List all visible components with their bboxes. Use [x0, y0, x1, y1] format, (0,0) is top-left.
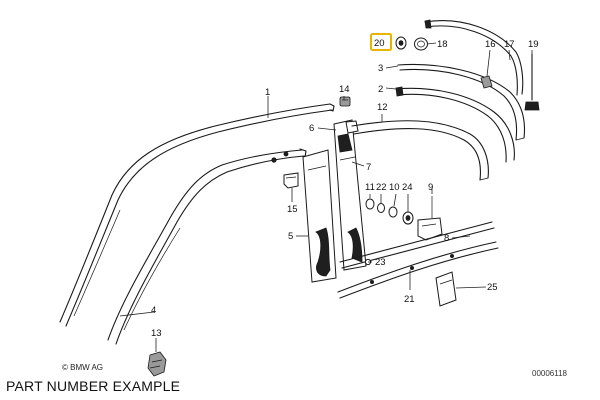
part-10-washer	[388, 206, 398, 218]
part-22-washer	[377, 203, 385, 213]
part-11-nut	[365, 198, 375, 210]
callout-labels: 1 2 3 4 5 6 7 8 9 10 11 12 13 14 15 16 1…	[151, 38, 539, 339]
callout-16: 16	[485, 39, 496, 50]
part-15-bracket	[283, 172, 299, 189]
callout-10: 10	[389, 182, 400, 193]
copyright-text: © BMW AG	[62, 363, 104, 372]
part-14-fastener	[339, 96, 351, 107]
part-13-clip	[147, 351, 167, 377]
part-17-seal	[424, 19, 524, 96]
callout-19: 19	[528, 39, 539, 50]
callout-24: 24	[402, 182, 413, 193]
part-19-bolt	[524, 53, 540, 111]
part-2-window-strip	[395, 86, 515, 163]
callout-20: 20	[374, 38, 385, 49]
highlight-box	[370, 33, 392, 51]
callout-3: 3	[378, 63, 383, 74]
part-7-pillar-trim	[333, 119, 367, 271]
part-4-pillar-trim	[107, 148, 307, 345]
part-9-bracket	[417, 196, 443, 241]
part-18-cap	[414, 37, 428, 51]
callout-13: 13	[151, 328, 162, 339]
part-16-clip	[480, 75, 493, 89]
callout-2: 2	[378, 84, 383, 95]
leader-lines	[119, 42, 533, 352]
callout-7: 7	[366, 162, 371, 173]
callout-11: 11	[365, 182, 375, 193]
callout-18: 18	[437, 39, 448, 50]
part-3-top-strip	[397, 63, 526, 141]
callout-4: 4	[151, 305, 156, 316]
part-24-spacer	[402, 211, 414, 225]
callout-12: 12	[377, 102, 388, 113]
part-20-nut	[395, 36, 407, 50]
callout-14: 14	[339, 84, 350, 95]
part-25-end-cap	[435, 271, 457, 307]
callout-5: 5	[288, 231, 293, 242]
part-12-strip	[351, 120, 489, 181]
callout-25: 25	[487, 282, 498, 293]
part-1-roof-trim	[59, 103, 335, 327]
callout-17: 17	[504, 39, 515, 50]
part-5-pillar-cover	[302, 149, 337, 283]
callout-15: 15	[287, 204, 298, 215]
callout-9: 9	[428, 182, 433, 193]
callout-23: 23	[375, 257, 386, 268]
drawing-number: 00006118	[532, 369, 567, 378]
callout-1: 1	[265, 87, 270, 98]
callout-6: 6	[309, 123, 314, 134]
part-21-sill-strip	[337, 241, 499, 299]
callout-8: 8	[444, 233, 449, 244]
callout-22: 22	[376, 182, 387, 193]
callout-21: 21	[404, 294, 415, 305]
caption-text: PART NUMBER EXAMPLE	[6, 378, 181, 394]
